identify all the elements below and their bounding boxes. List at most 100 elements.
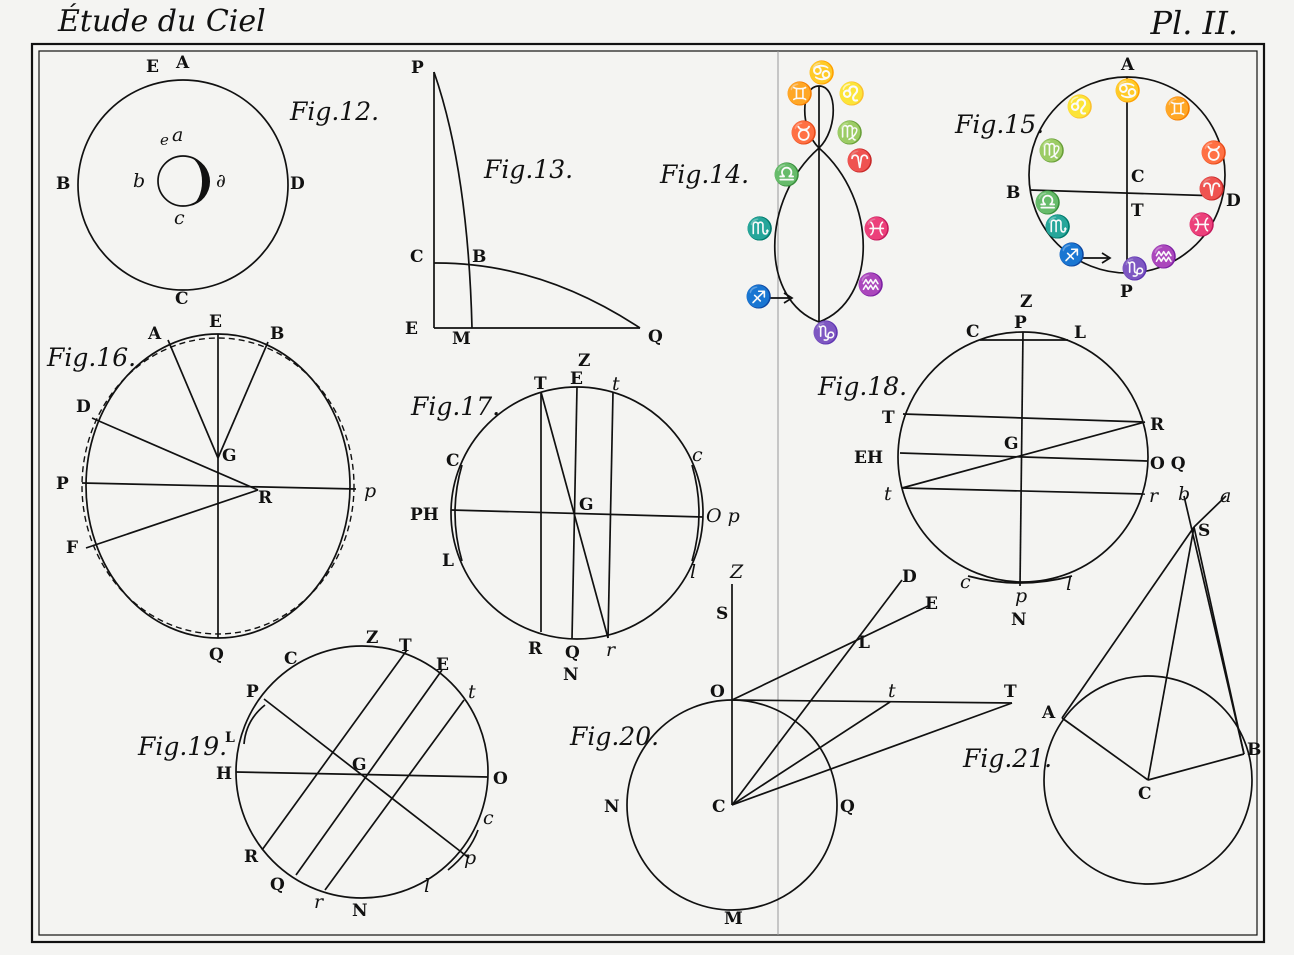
fig15-sym-cancer: ♋ [1114,78,1141,104]
fig19-label-C: C [284,649,298,669]
fig18-label-c: c [960,571,971,593]
fig17-label-C: C [446,451,460,471]
fig14-sym-scorpio: ♏ [746,216,773,242]
fig14-sym-aquarius: ♒ [857,272,884,298]
fig21-label-C: C [1138,784,1152,804]
fig15-sym-scorpio: ♏ [1044,214,1071,240]
fig19-caption: Fig.19. [137,732,227,761]
fig14-sym-virgo: ♍ [836,120,863,146]
fig19-label-p: p [464,847,476,869]
fig12-label-b: b [133,170,145,192]
fig16-label-G: G [222,446,237,466]
fig13-label-Q: Q [648,327,663,347]
fig14-sym-taurus: ♉ [790,120,817,146]
fig15-caption: Fig.15. [954,110,1044,139]
fig19-label-l: l [424,875,430,897]
fig17-caption: Fig.17. [410,392,500,421]
fig15-sym-sagittarius: ♐ [1058,242,1085,268]
fig19-label-Q: Q [270,875,285,895]
fig19-label-t: t [468,681,476,703]
fig14-sym-sagittarius: ♐ [745,284,772,310]
fig18-label-l: l [1066,573,1072,595]
figure-12: Fig.12. A E B D C a e b c ∂ [56,53,379,309]
fig12-label-d: ∂ [216,170,226,192]
fig16-label-D: D [76,397,91,417]
fig19-label-L: L [225,730,235,746]
fig19-label-P: P [246,682,259,702]
fig12-label-A: A [175,53,190,73]
fig20-label-C: C [712,797,726,817]
fig15-sym-leo: ♌ [1066,94,1093,120]
fig20-label-N: N [604,797,620,817]
figure-20: Fig.20. Z S D E L O t T N C Q M [569,561,1017,929]
fig13-label-C: C [410,247,424,267]
fig12-caption: Fig.12. [289,97,379,126]
figure-17: Fig.17. Z T E t C c PH G O p L l R Q r N [410,351,740,685]
fig14-sym-aries: ♈ [846,148,873,174]
fig16-label-A: A [147,324,162,344]
plate-number: Pl. II. [1150,4,1238,42]
fig18-label-r: r [1149,485,1160,507]
fig13-label-E: E [405,319,418,339]
fig16-label-Q: Q [209,645,224,665]
fig18-label-OQ: O Q [1150,454,1186,474]
fig19-label-c: c [483,807,494,829]
fig15-label-C: C [1131,167,1145,187]
plate-title: Étude du Ciel [58,4,266,39]
fig17-label-Op: O p [706,505,740,527]
fig20-label-O: O [710,682,725,702]
fig14-sym-libra: ♎ [773,162,800,188]
fig16-label-p: p [364,480,376,502]
fig12-label-D: D [290,174,305,194]
fig17-label-R: R [528,639,543,659]
fig17-label-PH: PH [410,505,439,525]
inner-frame [38,50,1258,936]
fig14-sym-leo: ♌ [838,81,865,107]
fig17-label-Q: Q [565,643,580,663]
figure-14: Fig.14. ♋ ♊ ♌ ♉ ♍ ♈ ♎ ♏ ♓ ♐ ♒ ♑ [659,60,890,346]
fig20-label-E: E [925,594,938,614]
figure-18: Fig.18. Z C P L T R EH G O Q t r c p l N [817,292,1186,630]
fig17-label-G: G [579,495,594,515]
fig20-label-L: L [858,633,870,653]
fig21-label-A: A [1041,703,1056,723]
figure-13: Fig.13. P C B E M Q [405,58,663,349]
fig18-caption: Fig.18. [817,372,907,401]
fig17-label-c: c [692,444,703,466]
fig18-label-T: T [882,408,895,428]
fig12-crescent [190,157,211,206]
fig20-caption: Fig.20. [569,722,659,751]
fig12-circle [77,79,289,291]
fig17-label-L: L [442,551,454,571]
fig19-label-r: r [314,891,325,913]
fig17-label-E: E [570,369,583,389]
fig17-label-N: N [563,665,579,685]
fig19-label-H: H [216,764,232,784]
fig18-label-p: p [1015,585,1027,607]
fig15-label-P: P [1120,282,1133,302]
fig20-label-S: S [716,604,728,624]
fig19-label-R: R [244,847,259,867]
fig13-label-P: P [411,58,424,78]
fig15-sym-aquarius: ♒ [1150,244,1177,270]
fig21-label-B: B [1247,740,1261,760]
fig17-label-Z: Z [578,351,590,371]
fig15-label-B: B [1006,183,1020,203]
fig21-label-a: a [1220,485,1231,507]
figure-15: Fig.15. A B C D T P ♋ ♌ ♊ ♍ ♉ ♎ ♈ ♏ ♓ ♐ … [954,55,1241,302]
fig15-sym-virgo: ♍ [1038,138,1065,164]
fig18-label-N: N [1011,610,1027,630]
fig15-sym-taurus: ♉ [1200,140,1227,166]
fig17-label-l: l [690,561,696,583]
fig12-label-a: a [172,124,183,146]
fig12-label-c: c [174,207,185,229]
fig16-label-F: F [66,538,78,558]
fig16-label-B: B [270,324,284,344]
fig20-label-T: T [1004,682,1017,702]
fig17-label-r: r [606,639,617,661]
fig18-label-Z: Z [1020,292,1032,312]
fig16-label-R: R [258,488,273,508]
fig18-label-L: L [1074,323,1086,343]
